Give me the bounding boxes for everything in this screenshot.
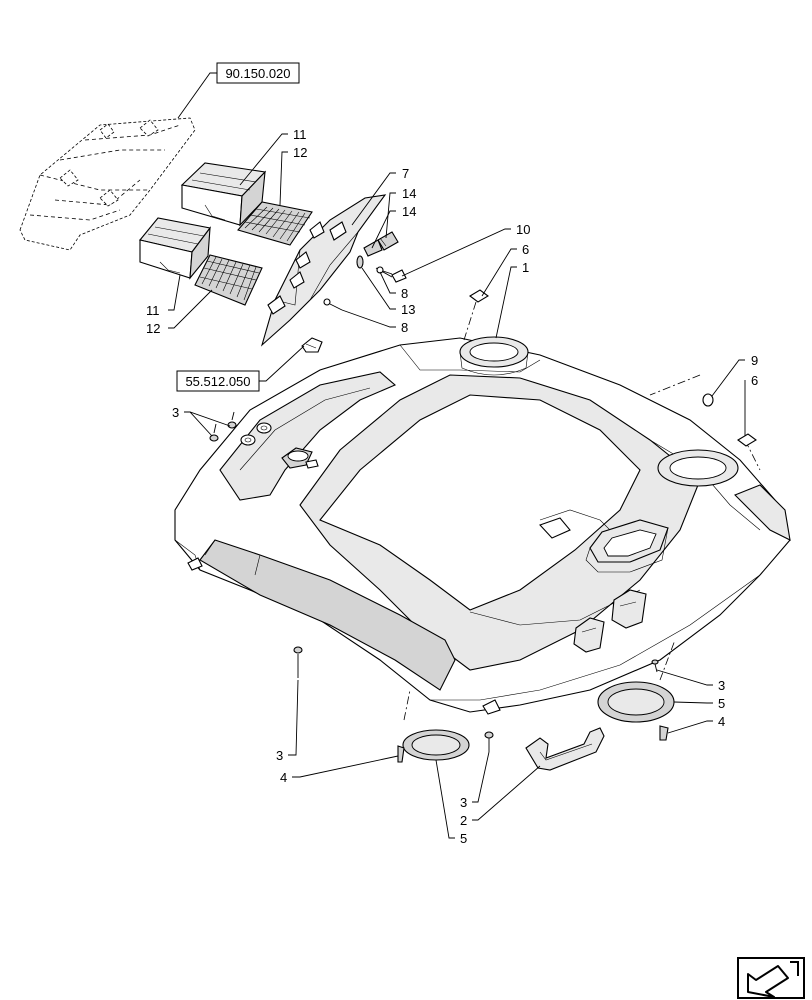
clip-mount-left-b bbox=[256, 422, 272, 434]
screw-ring-center bbox=[484, 731, 494, 752]
callout-11: 11 bbox=[146, 303, 160, 318]
leader-lines bbox=[168, 133, 746, 839]
headliner-tab bbox=[539, 517, 571, 539]
callout-13: 13 bbox=[401, 302, 415, 317]
speaker-opening-right bbox=[657, 449, 739, 487]
screw-left-b bbox=[209, 423, 219, 442]
harness-connector bbox=[301, 337, 323, 353]
sun-visor-mount-right bbox=[611, 589, 647, 629]
sun-visor-mount-left bbox=[573, 617, 605, 653]
callout-6: 6 bbox=[522, 242, 529, 257]
air-duct-bracket bbox=[260, 194, 387, 347]
speaker-trim-ring-right bbox=[597, 681, 675, 723]
callout-11: 11 bbox=[293, 127, 307, 142]
reference-box-left[interactable]: 55.512.050 bbox=[176, 370, 260, 392]
callout-2: 2 bbox=[460, 813, 467, 828]
callout-6: 6 bbox=[751, 373, 758, 388]
screw-front-long bbox=[293, 646, 303, 678]
plug-cap bbox=[702, 393, 714, 407]
callout-8: 8 bbox=[401, 320, 408, 335]
callout-3: 3 bbox=[460, 795, 467, 810]
clip-mount-left-a bbox=[240, 434, 256, 446]
next-page-arrow-icon[interactable] bbox=[737, 957, 805, 999]
screw-ring-right bbox=[659, 725, 669, 741]
callout-3: 3 bbox=[718, 678, 725, 693]
callout-5: 5 bbox=[460, 831, 467, 846]
pin-fastener bbox=[356, 255, 364, 269]
callout-8: 8 bbox=[401, 286, 408, 301]
callout-4: 4 bbox=[718, 714, 725, 729]
callout-numbers: 11 12 7 14 14 10 6 1 8 13 8 11 12 9 6 3 … bbox=[146, 127, 758, 846]
callout-12: 12 bbox=[146, 321, 160, 336]
referenced-duct-assembly bbox=[19, 117, 196, 251]
callout-3: 3 bbox=[276, 748, 283, 763]
reference-label-top: 90.150.020 bbox=[225, 66, 290, 81]
callout-1: 1 bbox=[522, 260, 529, 275]
grab-handle bbox=[525, 727, 605, 771]
vent-housing-upper bbox=[180, 162, 267, 227]
clip-upper bbox=[377, 231, 399, 251]
speaker-opening-rear bbox=[459, 336, 529, 376]
callout-3: 3 bbox=[172, 405, 179, 420]
reference-box-top[interactable]: 90.150.020 bbox=[216, 62, 300, 84]
vent-grille-upper bbox=[237, 201, 313, 246]
screw-lower bbox=[323, 298, 343, 311]
screw-ring-left bbox=[397, 745, 405, 763]
callout-12: 12 bbox=[293, 145, 307, 160]
callout-4: 4 bbox=[280, 770, 287, 785]
vent-housing-lower bbox=[139, 217, 211, 280]
vent-grille-lower bbox=[194, 254, 263, 306]
clip-nut-upper bbox=[469, 289, 489, 303]
reference-label-left: 55.512.050 bbox=[185, 374, 250, 389]
speaker-trim-ring-left bbox=[402, 729, 470, 761]
roof-headliner bbox=[174, 337, 791, 715]
screw-upper bbox=[376, 266, 393, 275]
screw-ring-right-top bbox=[651, 659, 659, 673]
callout-10: 10 bbox=[516, 222, 530, 237]
dome-light-opening bbox=[585, 519, 669, 573]
callout-5: 5 bbox=[718, 696, 725, 711]
callout-14: 14 bbox=[402, 186, 416, 201]
clip-lower bbox=[363, 239, 383, 257]
callout-7: 7 bbox=[402, 166, 409, 181]
callout-14: 14 bbox=[402, 204, 416, 219]
callout-9: 9 bbox=[751, 353, 758, 368]
clip-nut-right bbox=[737, 433, 757, 447]
